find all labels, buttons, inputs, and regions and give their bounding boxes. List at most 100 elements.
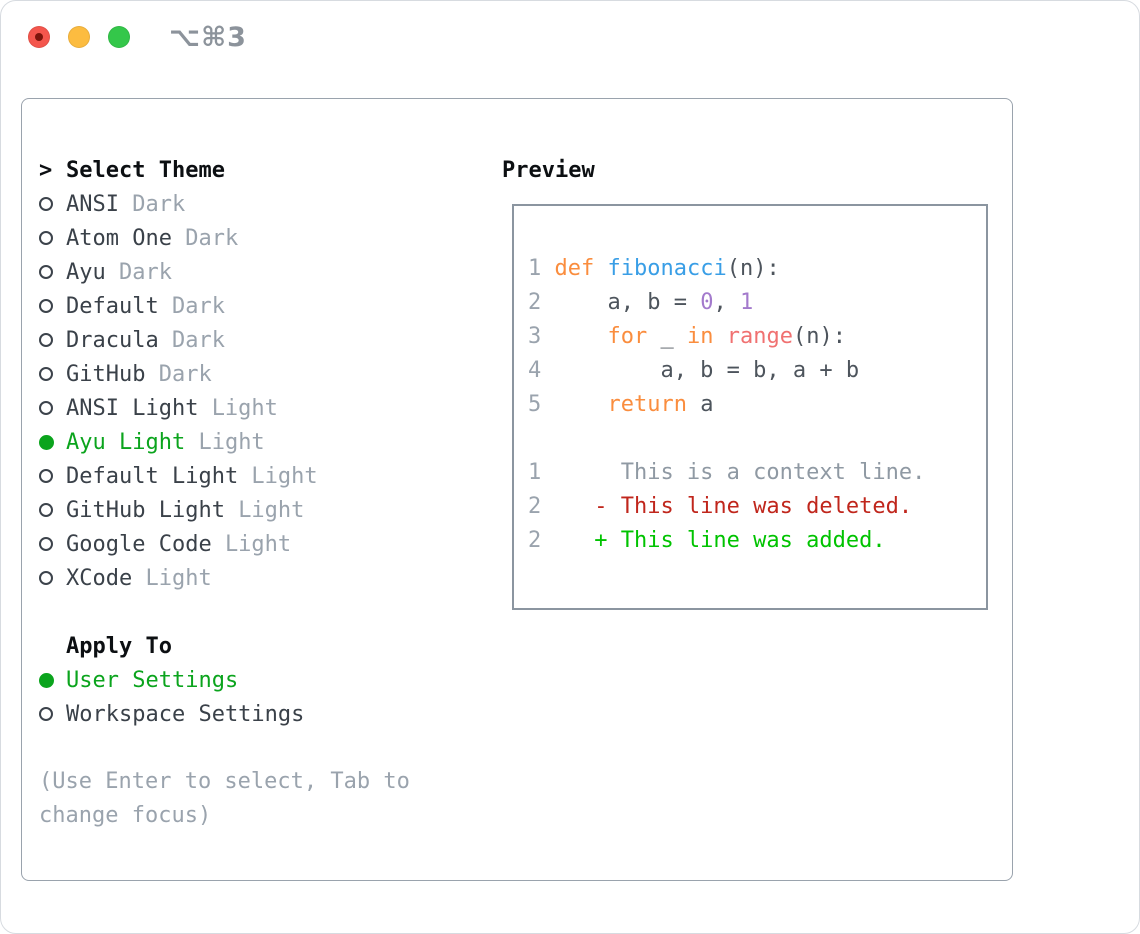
code-line: 1 This is a context line. [528,456,972,490]
code-token: 1 [739,290,754,315]
radio-cell [39,537,66,551]
code-line: 2 a, b = 0, 1 [528,286,972,320]
option-label: XCode [66,565,133,591]
option-label: Atom One [66,225,172,251]
window-title: ⌥⌘3 [169,21,247,53]
radio-cell [39,231,66,245]
theme-option-dracula[interactable]: Dracula Dark [39,323,484,357]
line-number: 5 [528,392,542,417]
apply-option-user-settings[interactable]: User Settings [39,663,484,697]
code-token [713,324,726,349]
option-label: ANSI [66,191,119,217]
code-line: 1 def fibonacci(n): [528,252,972,286]
option-label: Dracula [66,327,159,353]
option-label: GitHub Light [66,497,225,523]
code-line: 3 for _ in range(n): [528,320,972,354]
option-label: Default Light [66,463,239,489]
option-label: Ayu [66,259,106,285]
radio-cell [39,672,66,688]
option-label: Default [66,293,159,319]
code-line [528,422,972,456]
radio-icon [39,333,53,347]
radio-icon [39,469,53,483]
radio-cell [39,707,66,721]
code-line: 2 - This line was deleted. [528,490,972,524]
radio-cell [39,265,66,279]
option-variant: Dark [132,191,186,217]
code-token [554,324,607,349]
option-label: Google Code [66,531,212,557]
code-token: def [554,256,595,281]
code-token: _ [647,324,687,349]
code-token: range [726,324,793,349]
code-token: fibonacci [607,256,727,281]
code-line: 4 a, b = b, a + b [528,354,972,388]
radio-icon [39,537,53,551]
radio-icon [39,367,53,381]
radio-selected-icon [39,672,54,688]
code-token: + This line was added. [554,528,886,553]
zoom-button[interactable] [108,26,130,48]
minimize-button[interactable] [68,26,90,48]
select-theme-title: Select Theme [66,157,225,183]
option-label: Workspace Settings [66,701,305,727]
radio-icon [39,571,53,585]
radio-cell [39,401,66,415]
radio-icon [39,401,53,415]
preview-title: Preview [502,157,595,183]
radio-icon [39,707,53,721]
line-number: 4 [528,358,542,383]
radio-icon [39,197,53,211]
code-token: , [713,290,740,315]
code-token: (n): [726,256,780,281]
code-line: 5 return a [528,388,972,422]
radio-selected-icon [39,434,54,450]
radio-cell [39,197,66,211]
apply-to-header: Apply To [39,629,484,663]
code-token: 0 [700,290,714,315]
option-variant: Dark [171,327,225,353]
radio-cell [39,333,66,347]
code-token: a, b = [554,290,701,315]
radio-cell [39,434,66,450]
code-token: in [686,324,714,349]
radio-cell [39,469,66,483]
radio-cell [39,571,66,585]
line-number: 1 [528,256,542,281]
option-variant: Light [198,429,265,455]
code-token: a [686,392,714,417]
option-variant: Dark [158,361,212,387]
option-variant: Light [251,463,318,489]
radio-cell [39,367,66,381]
titlebar: ⌥⌘3 [28,22,247,53]
radio-cell [39,299,66,313]
radio-icon [39,299,53,313]
option-label: User Settings [66,667,239,693]
code-line: 2 + This line was added. [528,524,972,558]
radio-icon [39,503,53,517]
theme-option-ansi[interactable]: ANSI Dark [39,187,484,221]
line-number: 2 [528,494,542,519]
line-number: 3 [528,324,542,349]
radio-cell [39,503,66,517]
theme-option-github-light[interactable]: GitHub Light Light [39,493,484,527]
apply-option-workspace-settings[interactable]: Workspace Settings [39,697,484,731]
close-button[interactable] [28,26,50,48]
theme-option-default-light[interactable]: Default Light Light [39,459,484,493]
apply-to-title: Apply To [66,633,172,659]
prompt-marker: > [39,157,53,183]
line-number: 2 [528,290,542,315]
code-token [594,256,607,281]
option-variant: Light [238,497,305,523]
